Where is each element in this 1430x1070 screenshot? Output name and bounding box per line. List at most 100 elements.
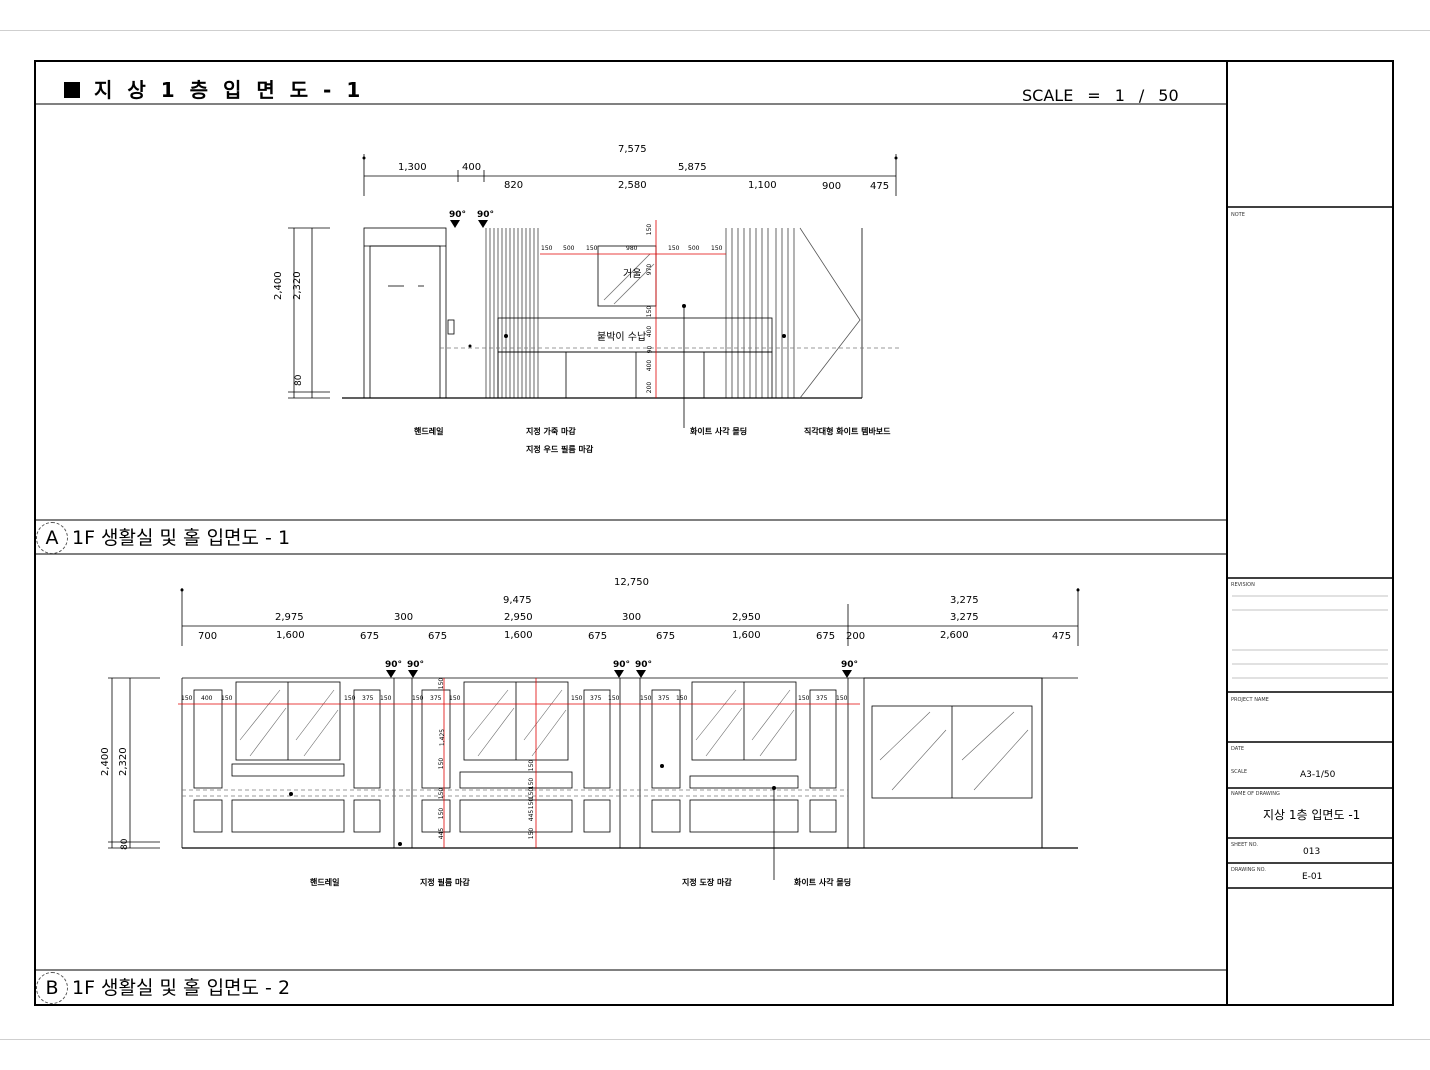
dim-b-row1-1: 9,475	[503, 595, 532, 606]
elevation-a-drawing	[288, 154, 900, 399]
dim-b-vert-10: 150	[528, 797, 536, 810]
mirror-label: 거울	[623, 269, 642, 280]
dim-a-inner-6: 500	[688, 245, 700, 252]
drawing-frame	[34, 60, 1394, 1006]
tb-revision-label: REVISION	[1231, 582, 1255, 588]
sheet-bottom-rule	[0, 1039, 1430, 1040]
height-a-2: 2,320	[292, 271, 303, 300]
dim-b-row3-4: 675	[428, 631, 448, 642]
dim-b-inner-13: 150	[640, 695, 652, 702]
dim-b-row2-2: 300	[394, 612, 414, 623]
dim-b-row2-5: 2,950	[732, 612, 761, 623]
scale-eq: =	[1087, 86, 1101, 105]
dim-b-inner-11: 375	[590, 695, 602, 702]
dim-b-inner-8: 375	[430, 695, 442, 702]
title-square-icon	[64, 82, 80, 98]
angle-a-1: 90°	[449, 210, 467, 220]
tb-date-label: DATE	[1231, 746, 1245, 752]
height-a-1: 2,400	[273, 271, 284, 300]
height-a-1-text: 2,400	[273, 271, 284, 300]
dim-b-vert-6: 150	[438, 757, 446, 770]
dim-b-row2-3: 2,950	[504, 612, 533, 623]
tb-sheet-no-value: 013	[1303, 847, 1321, 857]
dim-b-row3-6: 675	[588, 631, 608, 642]
height-a-3: 80	[294, 375, 304, 386]
dim-b-inner-6: 150	[380, 695, 392, 702]
tb-scale-label: SCALE	[1231, 769, 1248, 775]
dim-b-row1-2: 3,275	[950, 595, 979, 606]
height-a-2-text: 2,320	[292, 271, 303, 300]
callout-b-film: 지정 필름 마감	[420, 878, 470, 887]
section-b-marker: B	[36, 972, 68, 1004]
angle-b-4: 90°	[635, 660, 653, 670]
dim-b-inner-3: 150	[221, 695, 233, 702]
scale-num: 1	[1114, 86, 1125, 105]
dim-a-row1-1: 1,300	[398, 162, 427, 173]
height-b-2: 2,320	[118, 747, 129, 776]
tb-scale-value: A3-1/50	[1300, 770, 1336, 780]
section-a-title: 1F 생활실 및 홀 입면도 - 1	[72, 527, 291, 549]
dim-a-inner-5: 150	[668, 245, 680, 252]
dim-a-row2-1: 820	[504, 180, 524, 191]
dim-b-inner-1: 150	[181, 695, 193, 702]
dim-b-row3-3: 675	[360, 631, 380, 642]
dim-a-vert-7: 200	[646, 381, 654, 394]
sheet-title: 지 상 1 층 입 면 도 - 1	[64, 74, 364, 103]
dim-b-row3-2: 1,600	[276, 630, 305, 641]
dim-a-row2-3: 1,100	[748, 180, 777, 191]
dim-b-row3-9: 675	[816, 631, 836, 642]
dim-a-inner-3: 150	[586, 245, 598, 252]
dim-b-row2-1: 2,975	[275, 612, 304, 623]
dim-a-row2-4: 900	[822, 181, 842, 192]
angle-b-1: 90°	[385, 660, 403, 670]
dim-b-inner-14: 375	[658, 695, 670, 702]
dim-b-inner-2: 400	[201, 695, 213, 702]
tb-drawing-name-value: 지상 1층 입면도 -1	[1263, 808, 1361, 822]
scale-den: 50	[1158, 86, 1179, 105]
dim-b-inner-16: 150	[798, 695, 810, 702]
title-block-divider	[1226, 60, 1228, 1006]
tb-note-label: NOTE	[1231, 212, 1245, 218]
dim-a-inner-4: 980	[626, 245, 638, 252]
dim-a-vert-4: 400	[646, 325, 654, 338]
dim-b-vert-2: 1,425	[439, 728, 447, 747]
callout-b-molding: 화이트 사각 몰딩	[794, 878, 852, 887]
height-b-1-text: 2,400	[100, 747, 111, 776]
dim-b-vert-4: 150	[438, 807, 446, 820]
dim-b-inner-7: 150	[412, 695, 424, 702]
dim-b-inner-5: 375	[362, 695, 374, 702]
dim-b-vert-12: 150	[528, 827, 536, 840]
angle-b-2: 90°	[407, 660, 425, 670]
sheet-top-rule	[0, 30, 1430, 31]
dim-b-inner-9: 150	[449, 695, 461, 702]
dim-b-vert-7: 150	[528, 759, 536, 772]
dim-a-inner-2: 500	[563, 245, 575, 252]
dim-a-vert-2: 970	[646, 263, 654, 276]
dim-b-vert-3: 150	[438, 787, 446, 800]
dim-a-row2-5: 475	[870, 181, 890, 192]
height-b-2-text: 2,320	[118, 747, 129, 776]
tb-sheet-no-label: SHEET NO.	[1231, 842, 1258, 848]
dim-b-vert-11: 445	[528, 809, 536, 822]
callout-a-tambour: 직각대형 화이트 템바보드	[804, 427, 891, 436]
dim-a-vert-5: 400	[646, 359, 654, 372]
dim-b-inner-12: 150	[608, 695, 620, 702]
dim-b-row3-7: 675	[656, 631, 676, 642]
dim-b-vert-1: 150	[438, 677, 446, 690]
dim-b-vert-5: 445	[438, 827, 446, 840]
callout-b-paint: 지정 도장 마감	[682, 878, 732, 887]
angle-a-2: 90°	[477, 210, 495, 220]
dim-b-row2-6: 3,275	[950, 612, 979, 623]
dim-a-inner-7: 150	[711, 245, 723, 252]
callout-a-woodfilm: 지정 우드 필름 마감	[526, 445, 594, 454]
dim-b-row3-1: 700	[198, 631, 218, 642]
dim-a-vert-6: 90	[646, 345, 654, 354]
dim-a-total: 7,575	[618, 144, 647, 155]
sheet-title-text: 지 상 1 층 입 면 도 - 1	[94, 78, 365, 102]
section-b-title: 1F 생활실 및 홀 입면도 - 2	[72, 977, 291, 999]
tb-drawing-no-label: DRAWING NO.	[1231, 867, 1266, 873]
dim-b-inner-18: 150	[836, 695, 848, 702]
dim-a-vert-3: 150	[646, 305, 654, 318]
